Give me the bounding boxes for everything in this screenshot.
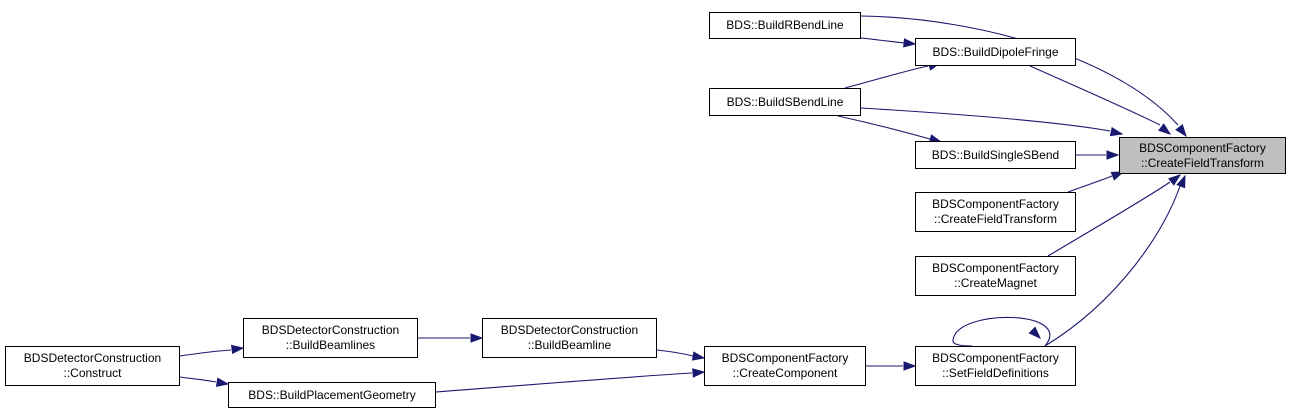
arrowhead: [1158, 123, 1172, 135]
edge-sbend-to-singlesbend: [837, 115, 943, 144]
edge-createcomponent-to-setfield: [866, 361, 917, 371]
node-build-sbend-line[interactable]: BDS::BuildSBendLine: [709, 88, 861, 116]
arrowhead: [692, 368, 706, 378]
node-build-dipole-fringe[interactable]: BDS::BuildDipoleFringe: [915, 38, 1076, 66]
arrowhead: [470, 333, 484, 343]
node-create-component[interactable]: BDSComponentFactory ::CreateComponent: [704, 346, 866, 386]
edge-dipolefringe-to-target: [1029, 65, 1172, 135]
edge-buildbeamline-to-createcomponent: [656, 349, 706, 361]
edge-setfield-to-target: [1044, 174, 1186, 347]
node-label: BDS::BuildSBendLine: [726, 94, 844, 109]
node-construct[interactable]: BDSDetectorConstruction ::Construct: [5, 346, 180, 386]
node-class-label: BDSDetectorConstruction: [23, 351, 162, 365]
node-build-beamlines[interactable]: BDSDetectorConstruction ::BuildBeamlines: [243, 318, 418, 358]
edge-rbend-to-dipolefringe: [860, 37, 917, 48]
arrowhead: [1109, 126, 1124, 137]
edge-createmagnet-to-target: [1047, 174, 1182, 257]
edge-rbend-to-target: [860, 15, 1187, 138]
node-class-label: BDSComponentFactory: [721, 351, 849, 365]
arrowhead: [1176, 174, 1186, 189]
node-label: BDS::BuildRBendLine: [726, 18, 844, 32]
node-class-label: BDSDetectorConstruction: [500, 323, 639, 337]
node-build-placement-geometry[interactable]: BDS::BuildPlacementGeometry: [228, 382, 436, 408]
arrowhead: [231, 344, 245, 355]
node-class-label: BDSComponentFactory: [932, 351, 1059, 365]
edge-cft2-to-target: [1067, 171, 1125, 193]
node-method-label: ::CreateFieldTransform: [1141, 155, 1264, 170]
node-method-label: ::CreateComponent: [732, 366, 838, 380]
node-create-field-transform[interactable]: BDSComponentFactory ::CreateFieldTransfo…: [915, 192, 1076, 232]
arrowhead: [903, 38, 917, 48]
node-set-field-definitions[interactable]: BDSComponentFactory ::SetFieldDefinition…: [915, 346, 1076, 386]
edge-construct-to-placement: [179, 376, 230, 387]
edge-sbend-to-dipolefringe: [844, 61, 942, 89]
edge-singlesbend-to-target: [1076, 150, 1120, 160]
arrowhead: [215, 377, 230, 387]
arrowhead: [903, 361, 917, 371]
arrowhead: [1028, 326, 1042, 340]
node-class-label: BDSComponentFactory: [932, 261, 1059, 275]
arrowhead: [1175, 124, 1187, 138]
arrowhead: [1106, 150, 1120, 160]
node-method-label: ::SetFieldDefinitions: [942, 366, 1049, 380]
arrowhead: [691, 351, 706, 361]
edge-placement-to-createcomponent: [435, 368, 706, 393]
node-class-label: BDSComponentFactory: [1139, 140, 1266, 155]
edge-setfield-self-loop: [952, 316, 1051, 347]
node-method-label: ::CreateFieldTransform: [934, 212, 1057, 226]
arrowhead: [1168, 174, 1182, 186]
node-method-label: ::BuildBeamlines: [285, 338, 376, 352]
node-method-label: ::BuildBeamline: [527, 338, 612, 352]
node-label: BDS::BuildSingleSBend: [931, 147, 1060, 162]
node-class-label: BDSDetectorConstruction: [261, 323, 400, 337]
node-create-field-transform-target[interactable]: BDSComponentFactory ::CreateFieldTransfo…: [1119, 137, 1286, 174]
node-class-label: BDSComponentFactory: [932, 197, 1059, 211]
node-label: BDS::BuildDipoleFringe: [932, 44, 1059, 59]
node-method-label: ::Construct: [63, 366, 122, 380]
node-method-label: ::CreateMagnet: [954, 276, 1037, 290]
node-build-single-sbend[interactable]: BDS::BuildSingleSBend: [915, 141, 1076, 169]
node-build-rbend-line[interactable]: BDS::BuildRBendLine: [709, 12, 861, 39]
edge-sbend-to-target: [860, 107, 1124, 137]
node-build-beamline[interactable]: BDSDetectorConstruction ::BuildBeamline: [482, 318, 657, 358]
node-label: BDS::BuildPlacementGeometry: [248, 387, 416, 402]
node-create-magnet[interactable]: BDSComponentFactory ::CreateMagnet: [915, 256, 1076, 296]
edge-buildbeamlines-to-buildbeamline: [418, 333, 484, 343]
edge-construct-to-buildbeamlines: [179, 344, 245, 357]
